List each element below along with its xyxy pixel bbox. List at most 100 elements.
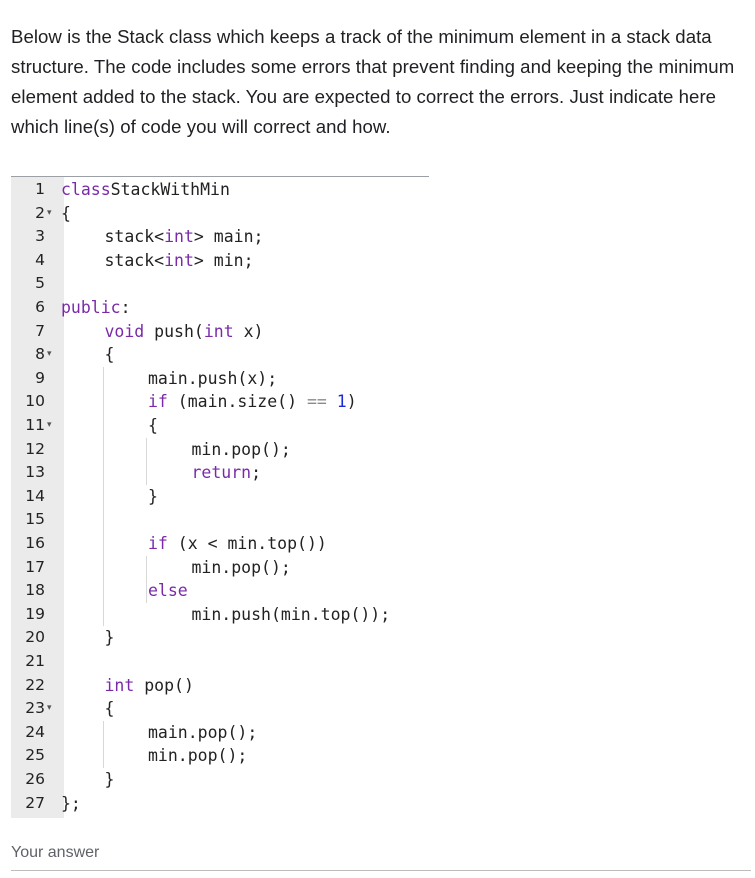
code-token: 1 [336, 392, 347, 412]
code-token: return [191, 463, 252, 483]
code-text: stack<int> main; [105, 225, 264, 249]
code-token: stack< [104, 227, 165, 247]
code-token: : [120, 298, 131, 317]
code-token: min.pop(); [191, 557, 291, 577]
line-number: 23 [25, 699, 45, 718]
fold-arrow-icon[interactable]: ▾ [47, 349, 52, 360]
code-text: }; [61, 792, 81, 816]
line-number: 22 [25, 675, 45, 694]
code-line: 2▾ { [11, 202, 429, 226]
code-token: stack< [104, 250, 165, 270]
code-token: void [104, 321, 145, 341]
code-token: int [164, 250, 194, 270]
code-text: min.push(min.top()); [192, 603, 391, 627]
code-token: min.push(min.top()); [191, 604, 391, 624]
code-text: { [61, 202, 71, 226]
code-token: } [148, 486, 158, 506]
code-token: { [61, 203, 71, 223]
line-number: 9 [35, 368, 45, 387]
code-text: } [105, 768, 115, 792]
code-token: ; [251, 463, 262, 483]
code-line: 10 if (main.size() == 1) [11, 390, 429, 414]
code-token: { [148, 416, 158, 435]
code-line: 6 public: [11, 296, 429, 320]
code-text: classStackWithMin [61, 178, 230, 202]
line-number: 16 [25, 534, 45, 552]
code-line: 22 int pop() [11, 674, 429, 698]
line-number: 3 [35, 227, 45, 246]
code-token: int [203, 321, 234, 341]
code-token: > main; [193, 227, 264, 247]
code-line: 4 stack<int> min; [11, 249, 429, 273]
code-line: 17 min.pop(); [11, 556, 429, 580]
code-text: } [148, 485, 158, 509]
code-token: (x < min.top()) [167, 534, 327, 553]
code-line: 12 min.pop(); [11, 438, 429, 462]
code-token: (main.size() [167, 392, 307, 412]
code-token: { [104, 345, 115, 365]
code-text: if (x < min.top()) [148, 532, 327, 556]
code-text: { [148, 414, 158, 438]
code-token: > min; [193, 250, 254, 270]
code-text: int pop() [105, 674, 194, 698]
line-number: 14 [25, 486, 45, 505]
line-number: 1 [35, 180, 45, 198]
indent-guide [102, 720, 104, 768]
code-token: ) [346, 392, 357, 412]
code-token: == [306, 392, 327, 412]
code-text: min.pop(); [192, 438, 291, 462]
indent-guide [146, 555, 147, 603]
code-line: 1 classStackWithMin [11, 178, 429, 202]
line-number: 13 [25, 463, 45, 482]
code-token: pop() [134, 675, 194, 695]
line-number: 2 [35, 203, 45, 222]
code-text: return; [192, 461, 262, 485]
code-line: 23▾ { [11, 697, 429, 721]
code-token: int [104, 675, 135, 695]
code-line: 27}; [11, 792, 429, 816]
code-token: min.pop(); [148, 746, 248, 766]
code-token: public [61, 298, 121, 317]
line-number: 17 [25, 557, 45, 576]
fold-arrow-icon[interactable]: ▾ [47, 703, 52, 714]
code-line: 20} [11, 626, 429, 650]
line-number: 6 [35, 298, 45, 316]
code-token: }; [61, 793, 81, 813]
fold-arrow-icon[interactable]: ▾ [47, 207, 52, 218]
line-number: 8 [35, 345, 45, 364]
code-text: stack<int> min; [105, 249, 254, 273]
code-line: 15 [11, 508, 429, 532]
line-number: 15 [25, 510, 45, 529]
code-text: main.pop(); [148, 721, 257, 745]
code-line: 3 stack<int> main; [11, 225, 429, 249]
line-number: 4 [35, 250, 45, 269]
line-number: 12 [25, 439, 45, 458]
code-token [327, 392, 337, 411]
code-token: } [104, 628, 115, 648]
code-token: min.pop(); [191, 439, 291, 459]
code-line: 13 return; [11, 461, 429, 485]
code-text: main.push(x); [148, 367, 277, 391]
code-text: void push(int x) [105, 320, 264, 344]
line-number: 21 [25, 652, 45, 670]
line-number: 7 [35, 321, 45, 340]
answer-label: Your answer [11, 844, 100, 861]
code-line: 11▾{ [11, 414, 429, 438]
code-line: 8▾ { [11, 343, 429, 367]
line-number: 10 [25, 392, 45, 411]
code-line: 26} [11, 768, 429, 792]
fold-arrow-icon[interactable]: ▾ [47, 420, 52, 430]
answer-input-underline[interactable] [11, 870, 751, 871]
code-line: 21 [11, 650, 429, 674]
code-text: else [148, 579, 188, 603]
code-token: x) [233, 321, 264, 341]
code-text: public: [61, 296, 131, 320]
code-token: { [104, 699, 115, 719]
code-text: if (main.size() == 1) [148, 390, 357, 414]
code-token: class [61, 180, 111, 199]
code-token: } [104, 770, 115, 789]
code-token: push( [144, 321, 204, 341]
